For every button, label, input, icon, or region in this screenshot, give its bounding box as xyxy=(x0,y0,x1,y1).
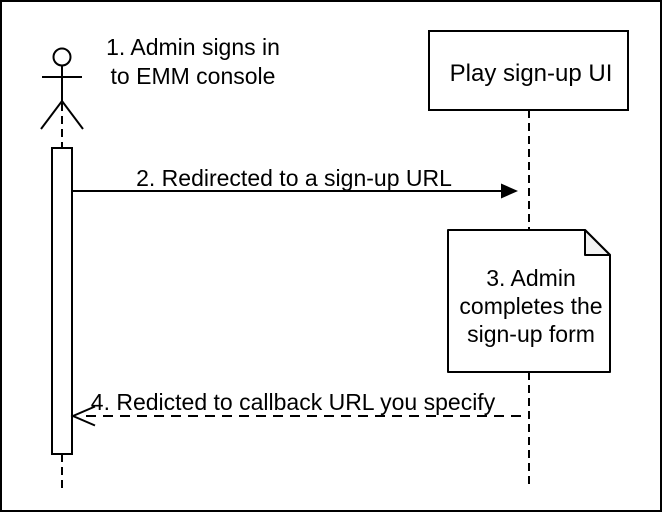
message-1-label: 1. Admin signs in to EMM console xyxy=(106,34,280,89)
actor-legs xyxy=(40,99,84,130)
note-fold-icon xyxy=(584,229,611,256)
message-2-arrow xyxy=(72,183,518,199)
message-2-arrowhead-icon xyxy=(501,183,518,199)
note-label: 3. Admin completes the sign-up form xyxy=(459,265,603,347)
note-shape xyxy=(447,229,611,373)
message-4-arrow xyxy=(70,405,529,427)
participant-box-label: Play sign-up UI xyxy=(449,60,613,87)
note-body xyxy=(447,229,611,373)
activation-bar xyxy=(51,147,73,455)
message-4-arrowhead-icon xyxy=(70,405,96,427)
message-2-label: 2. Redirected to a sign-up URL xyxy=(136,165,452,191)
message-4-label: 4. Redicted to callback URL you specify xyxy=(90,389,496,415)
actor-head xyxy=(52,47,72,67)
participant-box xyxy=(428,30,629,111)
actor-icon xyxy=(40,47,84,130)
